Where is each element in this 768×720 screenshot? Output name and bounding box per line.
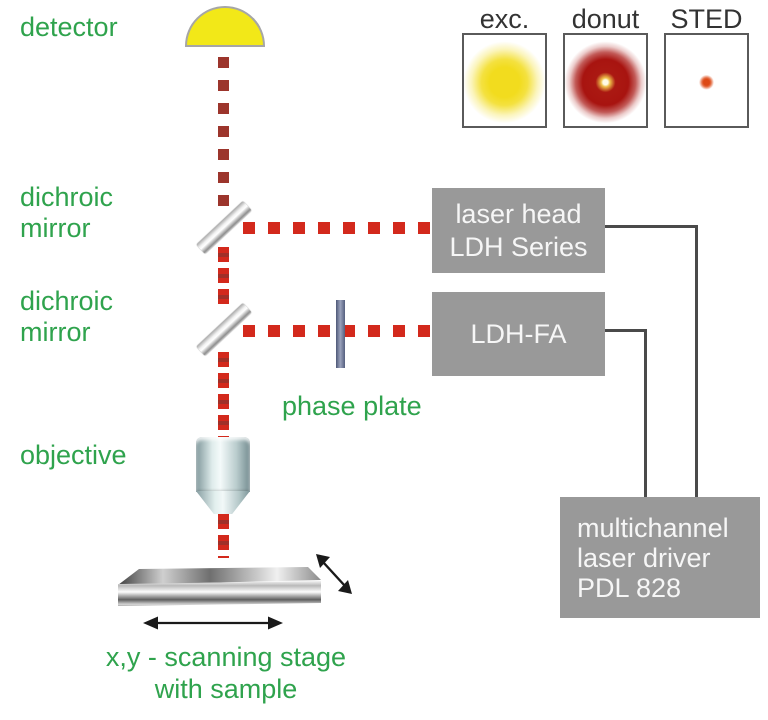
label-phase-plate: phase plate <box>282 391 422 421</box>
beam-mirror2-to-objective <box>218 352 229 437</box>
objective-lens-cone <box>196 491 250 514</box>
label-dichroic-mirror-top: dichroic mirror <box>20 182 114 243</box>
wire-ldh-fa-horizontal <box>605 329 647 332</box>
stage-motion-arrow-horizontal <box>143 616 283 630</box>
profile-label-exc: exc. <box>479 4 530 34</box>
wire-laser-head-horizontal <box>605 225 698 228</box>
label-dichroic-mirror-bottom: dichroic mirror <box>20 286 114 347</box>
donut-spot-icon <box>565 35 646 126</box>
beam-mirror1-to-mirror2 <box>218 247 229 307</box>
ldh-fa-box: LDH-FA <box>432 292 605 376</box>
label-scanning-stage: x,y - scanning stage with sample <box>105 642 347 704</box>
wire-laser-head-vertical <box>695 225 698 499</box>
beam-laser-head-to-mirror1 <box>243 222 432 234</box>
label-objective: objective <box>20 440 127 470</box>
objective-lens-body <box>196 437 250 492</box>
scanning-stage-front-face <box>118 581 321 606</box>
detector-sensor <box>185 6 265 47</box>
profile-box-sted <box>664 33 749 128</box>
profile-box-exc <box>462 33 547 128</box>
sted-spot-icon <box>666 35 747 126</box>
profile-label-donut: donut <box>571 4 640 34</box>
laser-head-box: laser head LDH Series <box>432 188 605 273</box>
profile-box-donut <box>563 33 648 128</box>
scanning-stage-top-face <box>118 567 321 585</box>
label-detector: detector <box>20 12 118 42</box>
excitation-spot-icon <box>464 35 545 126</box>
profile-label-sted: STED <box>670 4 743 34</box>
laser-driver-box: multichannel laser driver PDL 828 <box>560 497 760 618</box>
wire-ldh-fa-vertical <box>644 329 647 499</box>
beam-objective-to-stage <box>218 514 229 558</box>
stage-motion-arrow-diagonal <box>316 554 352 594</box>
phase-plate <box>336 300 345 368</box>
beam-detector-to-mirror1 <box>218 57 229 207</box>
